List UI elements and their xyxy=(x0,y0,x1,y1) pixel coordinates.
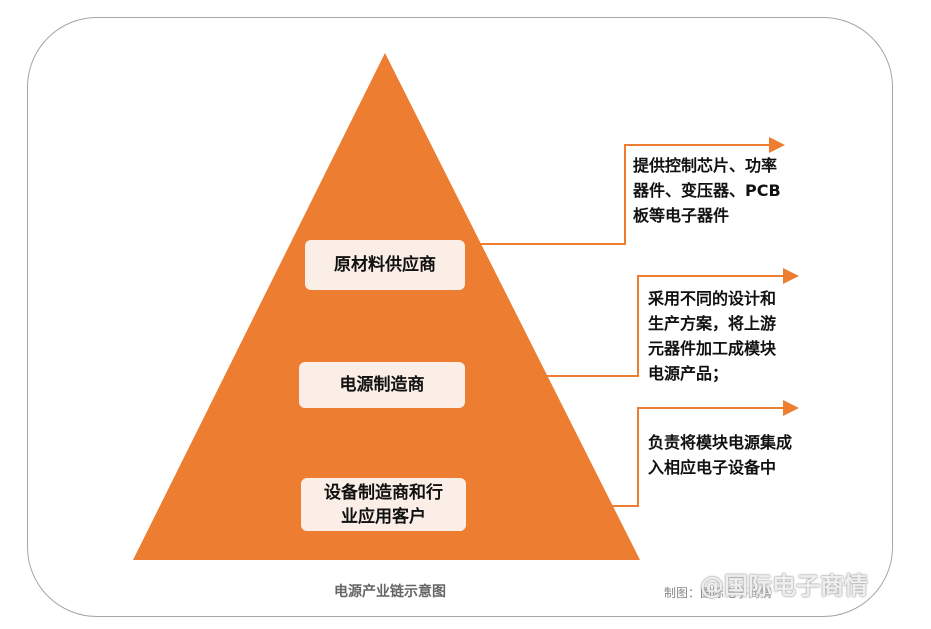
connector-line-1 xyxy=(475,137,785,245)
watermark: @国际电子商情 xyxy=(700,572,868,600)
tier-equipment-manufacturer: 设备制造商和行 业应用客户 xyxy=(301,478,466,531)
description-3: 负责将模块电源集成 入相应电子设备中 xyxy=(648,433,793,477)
description-2: 采用不同的设计和 生产方案，将上游 元器件加工成模块 电源产品； xyxy=(648,289,777,383)
diagram-caption: 电源产业链示意图 xyxy=(334,584,446,600)
tier-label: 原材料供应商 xyxy=(334,255,436,275)
pyramid xyxy=(133,53,640,560)
description-1: 提供控制芯片、功率 器件、变压器、PCB 板等电子器件 xyxy=(633,156,781,225)
tier-raw-material-supplier: 原材料供应商 xyxy=(305,240,465,290)
tier-label: 电源制造商 xyxy=(339,375,425,395)
connector-line-3 xyxy=(605,400,799,507)
tier-power-manufacturer: 电源制造商 xyxy=(299,362,465,408)
tier-label: 设备制造商和行 业应用客户 xyxy=(324,482,443,527)
connector-line-2 xyxy=(540,268,799,377)
credit-text: 制图：国际电子商情 xyxy=(664,586,773,600)
